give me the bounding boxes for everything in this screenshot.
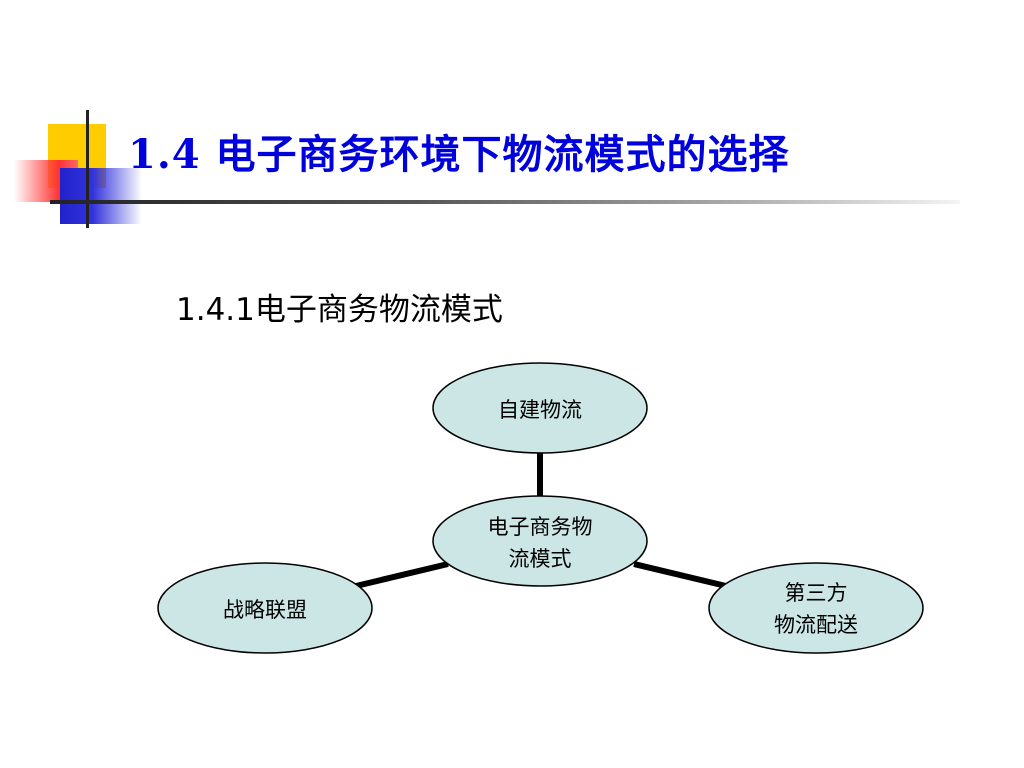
node-third-party: 第三方 物流配送 <box>708 562 924 654</box>
decor-vertical-line <box>86 110 89 228</box>
node-center-label-line1: 电子商务物 <box>488 515 593 539</box>
node-self-built: 自建物流 <box>432 362 648 454</box>
node-center: 电子商务物 流模式 <box>432 495 648 587</box>
title-underline <box>50 200 960 204</box>
connector-center-third-party <box>633 561 727 589</box>
node-strategic-alliance: 战略联盟 <box>157 562 373 654</box>
decor-blue-square <box>60 168 142 224</box>
connector-center-strategic-alliance <box>355 561 449 589</box>
node-third-party-label-line1: 第三方 <box>785 581 848 605</box>
node-self-built-label: 自建物流 <box>498 398 582 422</box>
node-third-party-label-line2: 物流配送 <box>774 613 858 637</box>
slide-title: 1.4 电子商务环境下物流模式的选择 <box>128 131 790 178</box>
section-subtitle: 1.4.1电子商务物流模式 <box>176 292 503 328</box>
node-center-label-line2: 流模式 <box>509 547 572 571</box>
node-strategic-alliance-label: 战略联盟 <box>223 598 307 622</box>
